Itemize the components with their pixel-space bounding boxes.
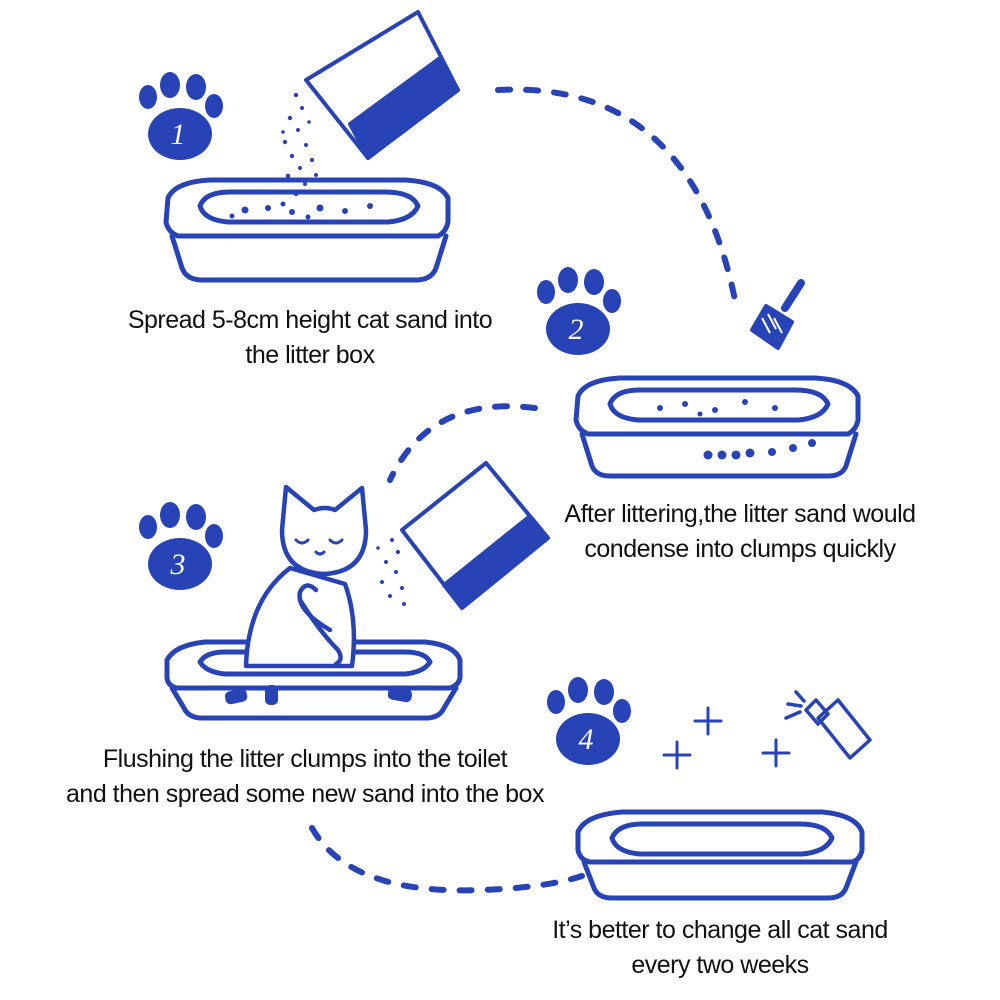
step-4-caption: It’s better to change all cat sand every… (500, 913, 940, 983)
paw-icon: 2 (537, 267, 621, 355)
caption-line: Spread 5-8cm height cat sand into (127, 306, 493, 334)
paw-icon: 3 (139, 502, 223, 590)
falling-sand (376, 538, 406, 606)
sand-bag-icon (400, 461, 550, 610)
connector-3-to-4 (309, 825, 585, 894)
litter-scoop-icon (750, 279, 805, 350)
litter-box (163, 177, 451, 283)
step-2-caption: After littering,the litter sand would co… (520, 497, 960, 567)
caption-line: and then spread some new sand into the b… (66, 780, 544, 808)
step-number: 4 (579, 723, 594, 756)
sparkle-icon (662, 706, 791, 770)
litter-grains (229, 201, 373, 220)
step-1-caption: Spread 5-8cm height cat sand into the li… (60, 303, 560, 373)
caption-line: After littering,the litter sand would (564, 500, 916, 528)
litter-box (573, 375, 861, 479)
caption-line: condense into clumps quickly (584, 535, 896, 563)
step-number: 2 (569, 313, 584, 346)
litter-box (164, 639, 463, 721)
dashed-connectors (309, 86, 738, 894)
connector-1-to-2 (495, 86, 738, 303)
sand-bag-icon (304, 10, 460, 160)
litter-clumps (224, 685, 413, 705)
connector-2-to-3 (387, 403, 538, 483)
step-number: 3 (170, 548, 186, 581)
falling-sand (281, 92, 318, 197)
caption-line: every two weeks (631, 951, 809, 979)
step-number: 1 (171, 118, 186, 151)
paw-icon: 1 (139, 72, 223, 160)
step-3-caption: Flushing the litter clumps into the toil… (0, 742, 610, 812)
cat-icon (243, 484, 369, 669)
caption-line: Flushing the litter clumps into the toil… (102, 745, 508, 773)
caption-line: It’s better to change all cat sand (552, 916, 888, 944)
spray-bottle-icon (784, 690, 872, 760)
caption-line: the litter box (245, 341, 375, 369)
paw-icon: 4 (547, 677, 631, 765)
litter-clumps (703, 439, 816, 460)
litter-grains (657, 399, 778, 417)
litter-box (575, 809, 865, 901)
